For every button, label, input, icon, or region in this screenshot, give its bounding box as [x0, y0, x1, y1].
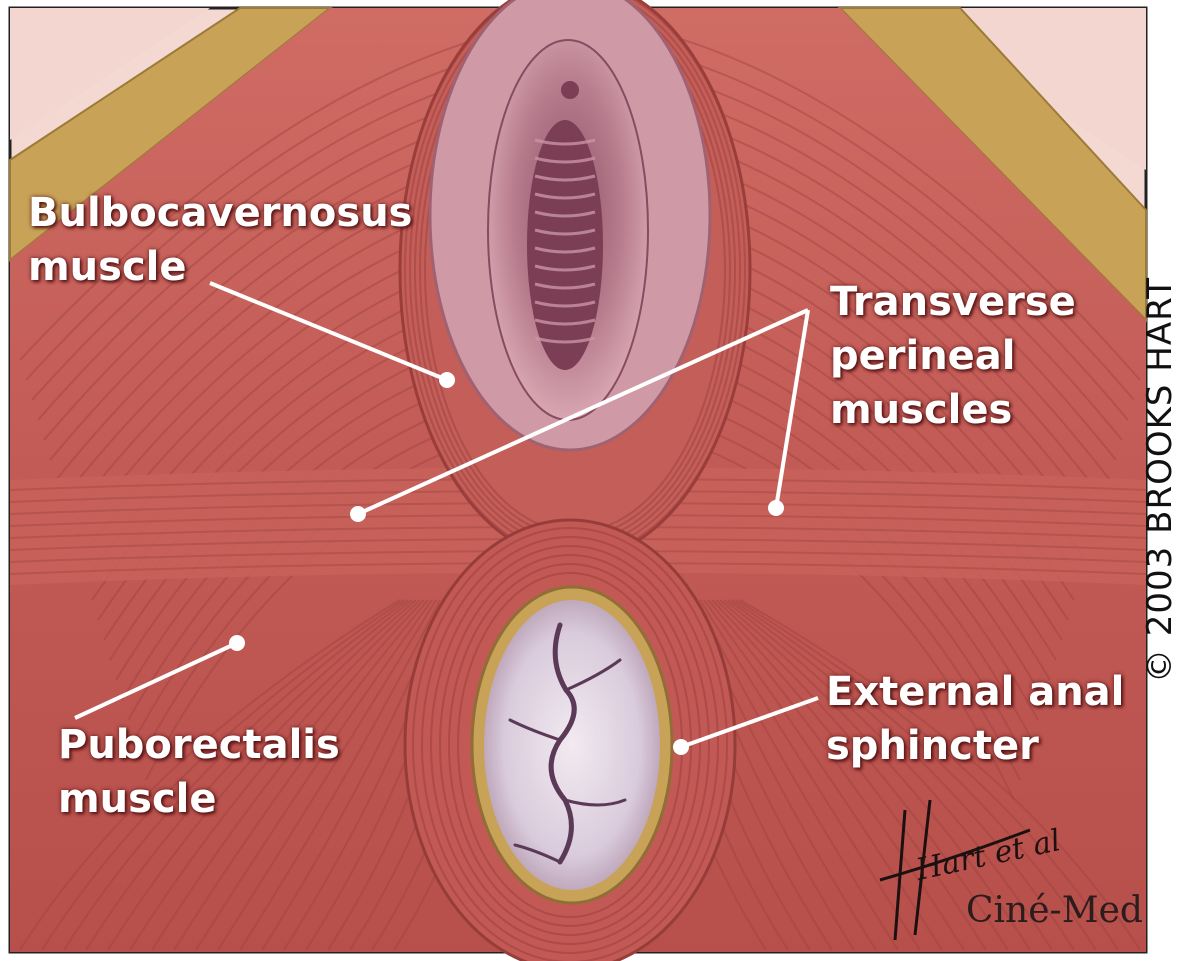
label-puborectalis: Puborectalis muscle — [58, 718, 340, 826]
label-transverse-line3: muscles — [830, 383, 1076, 437]
label-bulbocavernosus-line2: muscle — [28, 240, 412, 294]
label-external-anal-sphincter: External anal sphincter — [826, 665, 1124, 773]
label-external-anal-line2: sphincter — [826, 719, 1124, 773]
copyright-credit: © 2003 BROOKS HART — [1140, 277, 1180, 683]
leader-dot-transverse-right — [770, 502, 782, 514]
label-external-anal-line1: External anal — [826, 665, 1124, 719]
leader-dot-transverse-left — [352, 508, 364, 520]
leader-dot-external-anal — [675, 741, 687, 753]
urethral-opening — [561, 81, 579, 99]
label-transverse-perineal: Transverse perineal muscles — [830, 275, 1076, 437]
label-transverse-line1: Transverse — [830, 275, 1076, 329]
leader-dot-bulbocavernosus — [441, 374, 453, 386]
cine-med-logo: Ciné-Med — [966, 890, 1143, 931]
anal-opening — [484, 600, 660, 890]
label-puborectalis-line1: Puborectalis — [58, 718, 340, 772]
label-bulbocavernosus-line1: Bulbocavernosus — [28, 186, 412, 240]
label-puborectalis-line2: muscle — [58, 772, 340, 826]
label-transverse-line2: perineal — [830, 329, 1076, 383]
leader-dot-puborectalis — [231, 637, 243, 649]
label-bulbocavernosus: Bulbocavernosus muscle — [28, 186, 412, 294]
